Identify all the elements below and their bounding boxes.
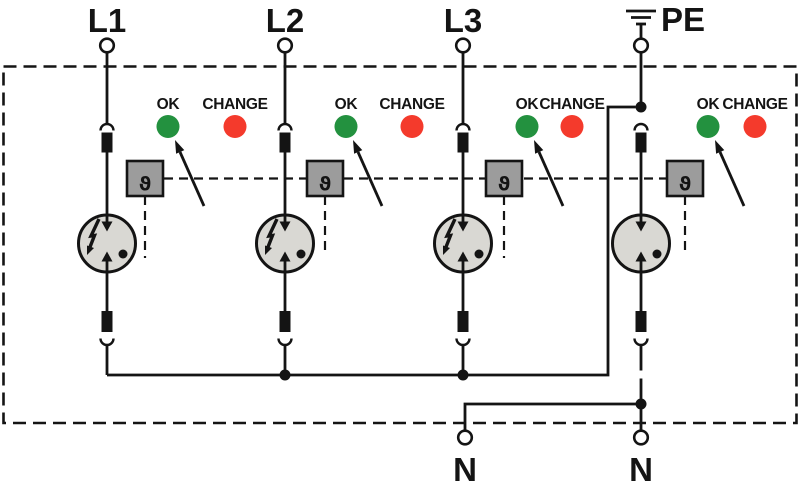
neutral-wiring: N N [453, 398, 653, 488]
plug-pin-bottom-l3 [457, 311, 469, 332]
electrode-top-arrow-l3 [457, 221, 469, 232]
terminal-label-l2: L2 [266, 2, 305, 39]
terminal-label-pe: PE [661, 1, 705, 38]
ok-led-l2 [334, 115, 358, 138]
lightning-icon-l3 [444, 218, 457, 248]
ok-label-l2: OK [335, 96, 359, 113]
phase-bus-wire [107, 105, 636, 377]
status-arrowhead-l3 [534, 140, 544, 154]
electrode-bottom-arrow-l2 [279, 251, 291, 262]
column-pe: PE ϑ OK CHANGE [611, 1, 788, 404]
change-label-l3: CHANGE [539, 96, 604, 113]
plug-pin-top-l2 [279, 132, 291, 153]
lightning-icon-l1 [88, 218, 101, 248]
earth-ground-icon [626, 9, 656, 39]
terminal-l2 [276, 37, 294, 54]
enclosure-dashed-border [2, 65, 798, 425]
junction-dot-pe [635, 101, 647, 113]
status-arrow-l2 [356, 151, 384, 207]
plug-contact-bottom-n-pe [633, 338, 649, 347]
plug-contact-bottom-l3 [455, 338, 471, 347]
terminal-label-n-right: N [629, 451, 653, 488]
plug-pin-top-l1 [101, 132, 113, 153]
plug-contact-top-pe [633, 122, 649, 131]
status-arrow-l3 [537, 151, 565, 207]
plug-pin-bottom-l1 [101, 311, 113, 332]
terminal-l1 [98, 37, 116, 54]
lightning-arrowhead-l3 [443, 245, 450, 255]
terminal-label-l3: L3 [444, 2, 483, 39]
terminal-pe [632, 37, 650, 54]
spark-gap-dot-l3 [474, 249, 484, 259]
status-arrowhead-pe [715, 140, 725, 154]
column-l2: L2 ϑ OK CHANGE [255, 2, 445, 381]
ok-label-pe: OK [697, 96, 721, 113]
ok-led-l3 [515, 115, 539, 138]
spark-gap-dot-l1 [118, 249, 128, 259]
lightning-arrowhead-l2 [265, 245, 272, 255]
junction-dot-l2-bus [279, 369, 291, 381]
column-l3: L3 ϑ OK CHANGE [433, 2, 605, 381]
electrode-top-arrow-l2 [279, 221, 291, 232]
terminal-n-right [632, 429, 650, 446]
change-label-l1: CHANGE [202, 96, 267, 113]
plug-pin-top-pe [635, 132, 647, 153]
electrode-bottom-arrow-n-pe [635, 251, 647, 262]
lightning-arrowhead-l1 [87, 245, 94, 255]
terminal-label-n-left: N [453, 451, 477, 488]
ok-label-l3: OK [516, 96, 540, 113]
electrode-top-arrow-l1 [101, 221, 113, 232]
change-led-pe [743, 115, 767, 138]
plug-contact-top-l3 [455, 122, 471, 131]
status-arrowhead-l2 [353, 140, 363, 154]
plug-contact-top-l2 [277, 122, 293, 131]
terminal-l3 [454, 37, 472, 54]
thermal-sensor-symbol-pe: ϑ [679, 173, 692, 195]
change-led-l3 [560, 115, 584, 138]
terminal-n-left [456, 429, 474, 446]
spark-gap-dot-n-pe [652, 249, 662, 259]
thermal-sensor-symbol-l1: ϑ [139, 173, 152, 195]
spark-gap-dot-l2 [296, 249, 306, 259]
thermal-sensor-box-l3 [484, 159, 524, 198]
terminal-label-l1: L1 [88, 2, 127, 39]
plug-pin-bottom-n-pe [635, 311, 647, 332]
change-label-l2: CHANGE [379, 96, 444, 113]
status-arrow-pe [718, 151, 746, 207]
thermal-sensor-box-l2 [305, 159, 345, 198]
electrode-bottom-arrow-l1 [101, 251, 113, 262]
change-led-l2 [400, 115, 424, 138]
plug-contact-bottom-l1 [99, 338, 115, 347]
thermal-sensor-box-l1 [125, 159, 165, 198]
ok-led-l1 [156, 115, 180, 138]
thermal-sensor-symbol-l3: ϑ [498, 173, 511, 195]
plug-contact-top-l1 [99, 122, 115, 131]
lightning-icon-l2 [266, 218, 279, 248]
thermal-sensor-symbol-l2: ϑ [319, 173, 332, 195]
change-led-l1 [223, 115, 247, 138]
plug-pin-bottom-l2 [279, 311, 291, 332]
status-arrowhead-l1 [175, 140, 185, 154]
ok-label-l1: OK [157, 96, 181, 113]
junction-dot-l3-bus [457, 369, 469, 381]
electrode-top-arrow-n-pe [635, 221, 647, 232]
status-arrow-l1 [178, 151, 206, 207]
electrode-bottom-arrow-l3 [457, 251, 469, 262]
column-l1: L1 ϑ OK CHANGE [77, 2, 268, 375]
ok-led-pe [696, 115, 720, 138]
plug-contact-bottom-l2 [277, 338, 293, 347]
change-label-pe: CHANGE [722, 96, 787, 113]
n-link-wire [463, 402, 641, 431]
plug-pin-top-l3 [457, 132, 469, 153]
